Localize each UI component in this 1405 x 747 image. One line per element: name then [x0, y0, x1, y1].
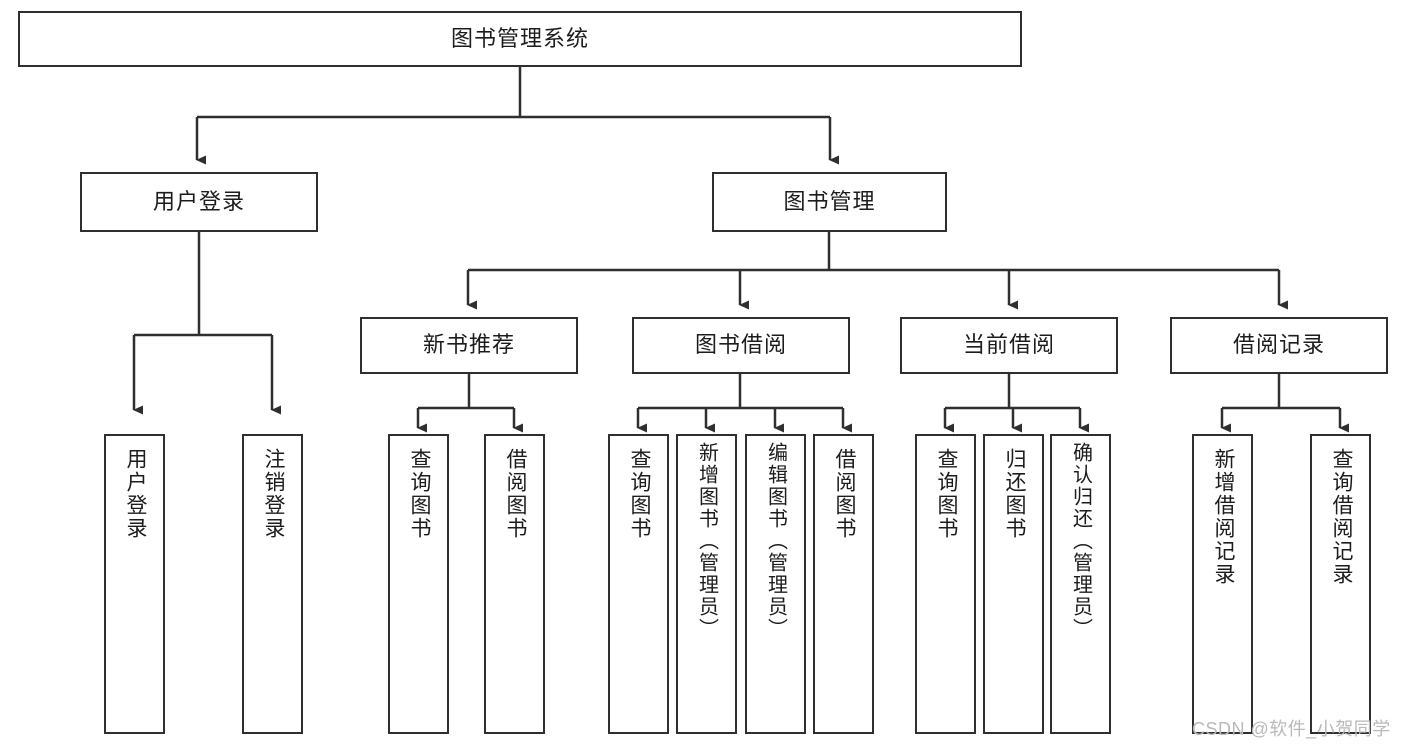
leaf-records-query-record[interactable]: 查询借阅记录	[1310, 434, 1371, 734]
node-label: 借阅图书	[832, 448, 856, 540]
leaf-user-login-login[interactable]: 用户登录	[104, 434, 165, 734]
node-label: 查询图书	[407, 448, 431, 540]
node-current-borrow[interactable]: 当前借阅	[900, 317, 1118, 374]
node-new-book-recommend[interactable]: 新书推荐	[360, 317, 578, 374]
node-root-system[interactable]: 图书管理系统	[18, 11, 1022, 67]
node-label: 图书借阅	[694, 332, 787, 358]
node-label: 注销登录	[261, 448, 285, 540]
node-borrow-records[interactable]: 借阅记录	[1170, 317, 1388, 374]
node-label: 查询图书	[934, 448, 958, 540]
node-label: 用户登录	[152, 188, 245, 214]
node-label: 借阅图书	[503, 448, 527, 540]
leaf-borrow-add-book-admin[interactable]: 新增图书（管理员）	[676, 434, 737, 734]
leaf-recommend-query-book[interactable]: 查询图书	[388, 434, 449, 734]
node-label: 用户登录	[123, 448, 147, 540]
node-label: 新增借阅记录	[1211, 448, 1235, 586]
leaf-borrow-query-book[interactable]: 查询图书	[608, 434, 669, 734]
csdn-watermark: CSDN @软件_小贺同学	[1192, 719, 1391, 739]
leaf-current-return-book[interactable]: 归还图书	[983, 434, 1044, 734]
node-label: 编辑图书（管理员）	[764, 442, 787, 640]
node-label: 图书管理系统	[450, 25, 589, 51]
node-label: 当前借阅	[962, 332, 1055, 358]
node-label: 借阅记录	[1232, 332, 1325, 358]
node-label: 图书管理	[783, 188, 876, 214]
leaf-recommend-borrow-book[interactable]: 借阅图书	[484, 434, 545, 734]
leaf-records-add-record[interactable]: 新增借阅记录	[1192, 434, 1253, 734]
leaf-borrow-edit-book-admin[interactable]: 编辑图书（管理员）	[745, 434, 806, 734]
leaf-current-query-book[interactable]: 查询图书	[915, 434, 976, 734]
node-label: 归还图书	[1002, 448, 1026, 540]
leaf-user-login-logout[interactable]: 注销登录	[242, 434, 303, 734]
node-book-management[interactable]: 图书管理	[712, 172, 947, 232]
node-label: 查询图书	[627, 448, 651, 540]
node-label: 查询借阅记录	[1329, 448, 1353, 586]
node-label: 新增图书（管理员）	[695, 442, 718, 640]
node-label: 确认归还（管理员）	[1069, 442, 1092, 640]
node-book-borrow[interactable]: 图书借阅	[632, 317, 850, 374]
node-user-login[interactable]: 用户登录	[80, 172, 318, 232]
leaf-current-confirm-return-admin[interactable]: 确认归还（管理员）	[1050, 434, 1111, 734]
leaf-borrow-borrow-book[interactable]: 借阅图书	[813, 434, 874, 734]
node-label: 新书推荐	[422, 332, 515, 358]
